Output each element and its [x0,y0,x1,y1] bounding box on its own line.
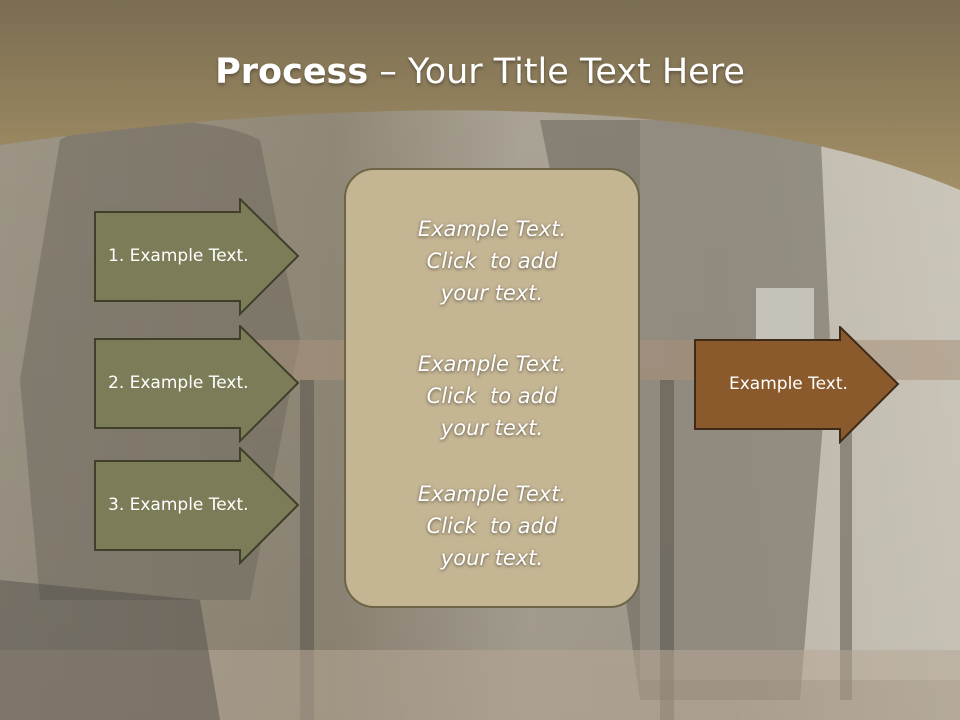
left-arrow-1-label: 1. Example Text. [108,246,249,266]
center-item-3: Example Text. Click to add your text. [344,478,640,574]
center-item-3-line3: your text. [440,546,544,570]
center-item-1-line2: Click to add [426,249,558,273]
title-bold: Process [215,52,369,92]
slide-title: Process – Your Title Text Here [0,52,960,92]
left-arrow-1 [94,198,300,316]
center-item-3-line2: Click to add [426,514,558,538]
right-arrow [694,326,900,444]
left-arrow-3-label: 3. Example Text. [108,495,249,515]
left-arrow-2 [94,325,300,443]
right-arrow-label: Example Text. [729,374,848,394]
center-text-box[interactable] [344,168,640,608]
title-rest: – Your Title Text Here [368,52,745,92]
center-item-1-line3: your text. [440,281,544,305]
left-arrow-2-label: 2. Example Text. [108,373,249,393]
center-item-2-line2: Click to add [426,384,558,408]
center-item-2: Example Text. Click to add your text. [344,348,640,444]
center-item-2-line1: Example Text. [417,352,567,376]
center-item-1-line1: Example Text. [417,217,567,241]
title-band [0,0,960,190]
center-item-3-line1: Example Text. [417,482,567,506]
left-arrow-3 [94,447,300,565]
center-item-2-line3: your text. [440,416,544,440]
center-item-1: Example Text. Click to add your text. [344,213,640,309]
